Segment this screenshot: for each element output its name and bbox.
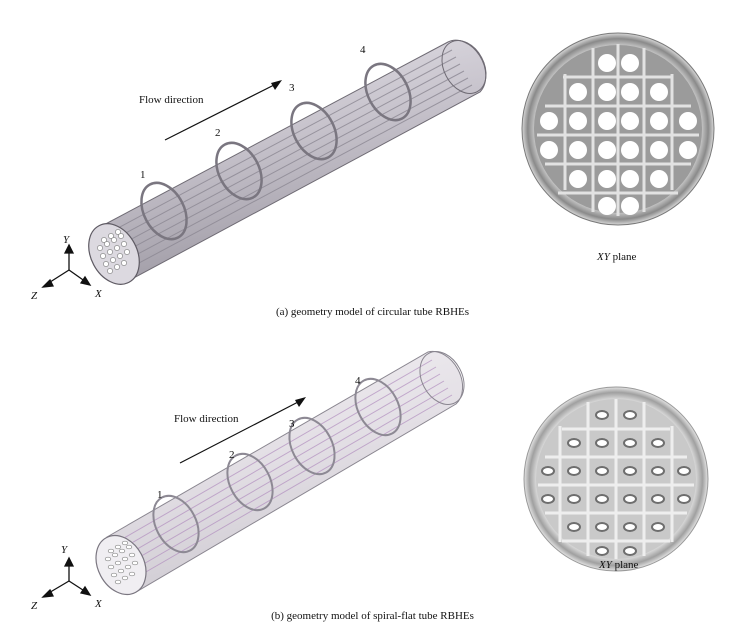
panel-spiral-flat-tube: Flow direction 1 2 3 4 Y Z X XY plane (b… <box>0 330 745 637</box>
flow-direction-arrow <box>164 80 282 141</box>
xy-plane-rest: plane <box>609 251 637 263</box>
xy-plane-label: XY plane <box>597 251 636 263</box>
station-label-1-b: 1 <box>157 489 163 501</box>
flow-direction-arrow-b <box>179 397 306 464</box>
station-label-2-b: 2 <box>229 449 235 461</box>
axis-label-z-b: Z <box>31 600 38 612</box>
xy-plane-italic: XY <box>597 251 610 263</box>
axis-label-y-b: Y <box>61 544 68 556</box>
coordinate-axes <box>41 243 92 288</box>
xy-plane-cross-section-b <box>523 386 709 572</box>
axis-label-x: X <box>95 288 102 300</box>
caption-a: (a) geometry model of circular tube RBHE… <box>275 306 470 318</box>
spiral-flat-tube-figure <box>41 350 709 598</box>
axis-label-y: Y <box>63 234 70 246</box>
station-label-3: 3 <box>289 82 295 94</box>
flow-direction-label-b: Flow direction <box>174 413 239 425</box>
station-label-2: 2 <box>215 127 221 139</box>
circular-tube-figure <box>41 32 715 288</box>
axis-label-z: Z <box>31 290 38 302</box>
flow-direction-label: Flow direction <box>139 94 204 106</box>
xy-plane-italic-b: XY <box>599 559 612 571</box>
heat-exchanger-3d-view <box>88 39 487 285</box>
xy-plane-label-b: XY plane <box>599 559 638 571</box>
station-label-3-b: 3 <box>289 418 295 430</box>
caption-b: (b) geometry model of spiral-flat tube R… <box>271 610 474 622</box>
heat-exchanger-3d-view-b <box>95 350 465 596</box>
coordinate-axes-b <box>41 556 92 598</box>
station-label-4: 4 <box>360 44 366 56</box>
xy-plane-cross-section <box>521 32 715 226</box>
xy-plane-rest-b: plane <box>611 559 639 571</box>
axis-label-x-b: X <box>95 598 102 610</box>
station-label-4-b: 4 <box>355 375 361 387</box>
station-label-1: 1 <box>140 169 146 181</box>
panel-circular-tube: Flow direction 1 2 3 4 Y Z X XY plane (a… <box>31 32 715 318</box>
